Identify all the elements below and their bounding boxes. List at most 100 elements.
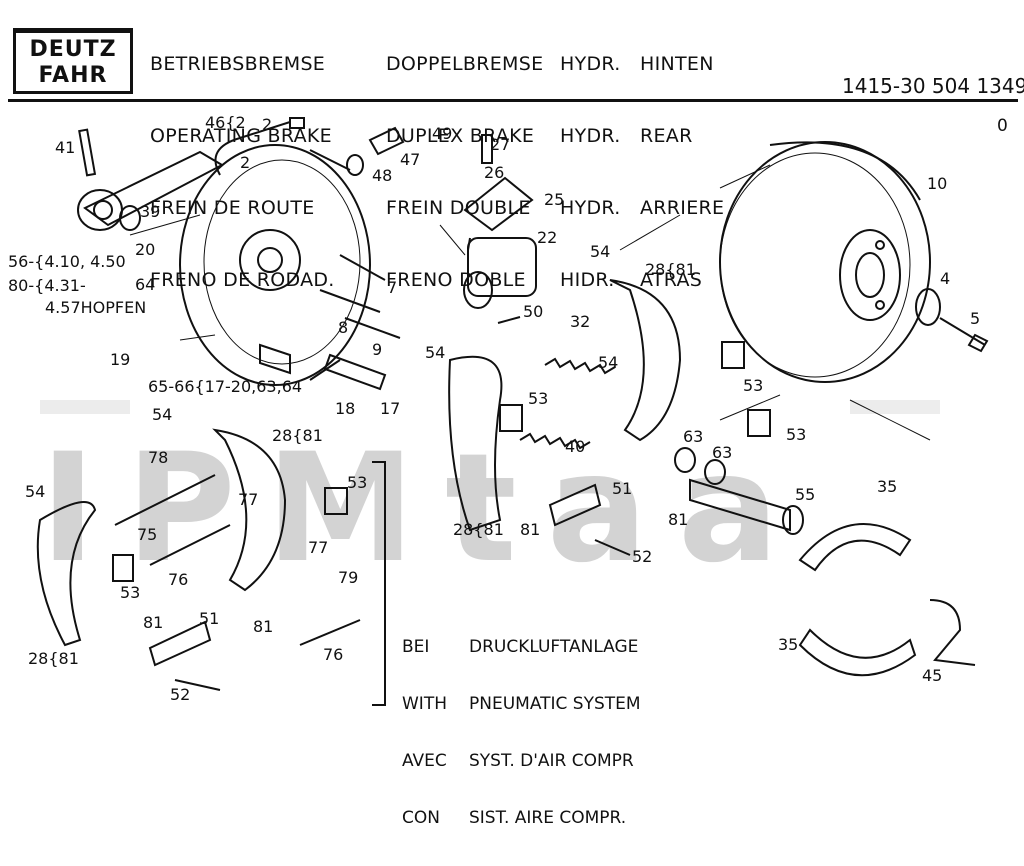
callout-50: 50	[523, 302, 543, 321]
pins	[319, 254, 401, 339]
callout-28-81-a: 28{81	[645, 260, 696, 279]
watermark-bar-left	[40, 400, 130, 414]
plate-25	[463, 176, 534, 232]
note-line-de: BEI DRUCKLUFTANLAGE	[402, 638, 641, 657]
spring-53-b	[499, 404, 523, 432]
part-number: 1415-30 504 1349	[842, 74, 1024, 98]
callout-63-b: 63	[712, 443, 732, 462]
callout-53-e: 53	[120, 583, 140, 602]
drum-cap	[915, 288, 941, 326]
note-value-es: SIST. AIRE COMPR.	[469, 808, 627, 828]
subtitle-de: DOPPELBREMSE	[386, 53, 544, 75]
drum-bolt	[939, 317, 989, 353]
callout-77-a: 77	[238, 490, 258, 509]
callout-78: 78	[148, 448, 168, 467]
callout-22: 22	[537, 228, 557, 247]
position-en: REAR	[640, 125, 693, 147]
deutz-fahr-logo: DEUTZ FAHR	[13, 30, 133, 94]
callout-54-b: 54	[425, 343, 445, 362]
callout-76-a: 76	[168, 570, 188, 589]
type-es: HIDR.	[560, 269, 615, 291]
bolt-52-a	[594, 539, 631, 556]
callout-63-a: 63	[683, 427, 703, 446]
callout-81-b: 81	[520, 520, 540, 539]
logo-line-2: FAHR	[38, 63, 108, 88]
callout-51-b: 51	[199, 609, 219, 628]
callout-25: 25	[544, 190, 564, 209]
title-de: BETRIEBSBREMSE	[150, 53, 326, 75]
brake-shoe-right	[609, 279, 682, 442]
callout-457-hopfen: 4.57HOPFEN	[45, 298, 146, 317]
bleed-screw	[368, 126, 405, 156]
callout-28-81-b: 28{81	[272, 426, 323, 445]
callout-54-c: 54	[598, 353, 618, 372]
callout-32: 32	[570, 312, 590, 331]
return-spring-45	[929, 599, 976, 666]
callout-4: 4	[940, 269, 950, 288]
callout-77-b: 77	[308, 538, 328, 557]
callout-81-d: 81	[253, 617, 273, 636]
title-en: OPERATING BRAKE	[150, 125, 332, 147]
logo-line-1: DEUTZ	[29, 37, 117, 62]
note-value-en: PNEUMATIC SYSTEM	[469, 694, 641, 714]
callout-52-a: 52	[632, 547, 652, 566]
callout-64: 64	[135, 275, 155, 294]
pins-17-18	[259, 343, 387, 391]
callout-48: 48	[372, 166, 392, 185]
bolt-27	[481, 134, 493, 164]
link-51-a	[548, 483, 602, 527]
note-value-de: DRUCKLUFTANLAGE	[469, 637, 639, 657]
washer-48	[346, 154, 364, 176]
callout-19: 19	[110, 350, 130, 369]
callout-81-a: 81	[668, 510, 688, 529]
parts-diagram-page: DEUTZ FAHR BETRIEBSBREMSE OPERATING BRAK…	[8, 4, 1024, 828]
callout-76-b: 76	[323, 645, 343, 664]
shoe-lower-mid	[212, 428, 287, 592]
position-fr: ARRIERE	[640, 197, 725, 219]
brake-drum	[719, 141, 931, 383]
position-es: ATRAS	[640, 269, 703, 291]
callout-8: 8	[338, 318, 348, 337]
note-key-es: CON	[402, 808, 440, 828]
note-value-fr: SYST. D'AIR COMPR	[469, 751, 634, 771]
callout-51-a: 51	[612, 479, 632, 498]
callout-55: 55	[795, 485, 815, 504]
callout-53-d: 53	[347, 473, 367, 492]
subtitle-en: DUPLEX BRAKE	[386, 125, 535, 147]
subtitle-es: FRENO DOBLE	[386, 269, 526, 291]
note-line-es: CON SIST. AIRE COMPR.	[402, 809, 641, 828]
spring-76-b	[299, 619, 361, 646]
bush-63-b	[704, 459, 726, 485]
spring-32	[544, 357, 616, 375]
type-de: HYDR.	[560, 53, 621, 75]
callout-2-b: 2	[240, 153, 250, 172]
backing-plate	[179, 144, 371, 386]
note-key-de: BEI	[402, 637, 430, 657]
callout-49: 49	[432, 124, 452, 143]
callout-53-b: 53	[528, 389, 548, 408]
spring-75	[114, 474, 216, 526]
callout-47: 47	[400, 150, 420, 169]
watermark-bar-right	[850, 400, 940, 414]
callout-26: 26	[484, 163, 504, 182]
brake-pipe	[214, 121, 291, 176]
title-column-1: BETRIEBSBREMSE OPERATING BRAKE FREIN DE …	[150, 4, 335, 340]
callout-39: 39	[140, 202, 160, 221]
pneumatic-system-note: BEI DRUCKLUFTANLAGE WITH PNEUMATIC SYSTE…	[402, 600, 641, 866]
callout-45: 45	[922, 666, 942, 685]
leader-lines	[129, 164, 931, 441]
callout-labels: 41 46{2 2 2 49 47 48 27 26 25 22 10 39 5…	[8, 113, 980, 704]
callout-28-81-c: 28{81	[453, 520, 504, 539]
callout-2-a: 2	[262, 115, 272, 134]
header-rule	[8, 99, 1018, 102]
brake-shoe-left	[448, 355, 503, 532]
note-key-en: WITH	[402, 694, 447, 714]
callout-17: 17	[380, 399, 400, 418]
spring-53-d	[112, 554, 134, 582]
note-line-fr: AVEC SYST. D'AIR COMPR	[402, 752, 641, 771]
shoe-lower-left	[36, 501, 97, 647]
callout-53-a: 53	[743, 376, 763, 395]
callout-5: 5	[970, 309, 980, 328]
callout-79: 79	[338, 568, 358, 587]
exploded-view-drawing: IPMtaa 0	[8, 113, 1008, 706]
